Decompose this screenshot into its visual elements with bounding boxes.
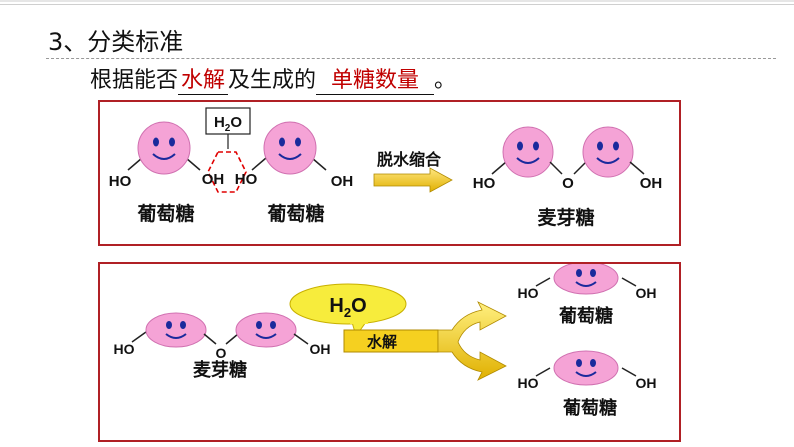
glucose-product-top: HO OH 葡萄糖 xyxy=(518,261,657,327)
water-label: H2O xyxy=(214,114,242,134)
sentence-prefix: 根据能否 xyxy=(90,68,179,93)
dehydration-arrow-label: 脱水缩合 xyxy=(377,150,442,169)
water-label-2: H2O xyxy=(329,295,366,320)
hydroxyl-ho-2: HO xyxy=(235,171,258,188)
hydroxyl-ho-6: HO xyxy=(518,375,539,391)
hydroxyl-oh-4: OH xyxy=(310,341,331,357)
hydrolysis-panel: HO O OH 麦芽糖 H2O 水解 xyxy=(98,261,681,442)
fill-blank-hydrolysis: 水解 xyxy=(178,62,229,95)
water-box: H2O xyxy=(205,107,251,149)
dehydration-diagram: H2O HO 葡萄糖 OH HO OH 葡萄糖 xyxy=(109,107,663,229)
hydroxyl-ho-1: HO xyxy=(109,173,132,190)
glycosidic-oxygen: O xyxy=(562,175,574,192)
maltose-label-2: 麦芽糖 xyxy=(193,359,247,381)
hydroxyl-ho-4: HO xyxy=(114,341,135,357)
right-arrow-icon xyxy=(373,167,453,193)
hydroxyl-oh-3: OH xyxy=(640,175,663,192)
fill-blank-monosaccharide-count: 单糖数量 xyxy=(316,62,435,95)
hydroxyl-ho-3: HO xyxy=(473,175,496,192)
section-heading: 3、分类标准 xyxy=(48,28,184,56)
hydrolysis-diagram: HO O OH 麦芽糖 H2O 水解 xyxy=(114,261,657,419)
glucose-label-2: 葡萄糖 xyxy=(267,202,324,225)
fork-arrow-icon xyxy=(437,301,507,381)
hydroxyl-oh-2: OH xyxy=(331,173,354,190)
dehydration-panel: H2O HO 葡萄糖 OH HO OH 葡萄糖 xyxy=(98,100,681,246)
glucose-right: OH 葡萄糖 xyxy=(251,121,354,225)
criteria-sentence: 根据能否水解及生成的单糖数量。 xyxy=(90,62,456,95)
glucose-product-bottom: HO OH 葡萄糖 xyxy=(518,350,657,419)
glucose-left: HO 葡萄糖 xyxy=(109,121,201,225)
dashed-divider xyxy=(46,58,776,59)
glucose-label-1: 葡萄糖 xyxy=(137,202,194,225)
hydroxyl-oh-5: OH xyxy=(636,285,657,301)
glycosidic-oxygen-2: O xyxy=(216,345,227,361)
maltose-reactant: HO O OH 麦芽糖 xyxy=(114,312,331,381)
top-rule-dark xyxy=(0,0,794,2)
hydroxyl-oh-6: OH xyxy=(636,375,657,391)
bond-removal-hexagon xyxy=(207,151,247,193)
hydroxyl-ho-5: HO xyxy=(518,285,539,301)
sentence-suffix: 。 xyxy=(434,68,457,93)
sentence-middle: 及生成的 xyxy=(228,68,317,93)
maltose-label: 麦芽糖 xyxy=(537,206,594,229)
glucose-label-4: 葡萄糖 xyxy=(562,397,617,419)
water-bubble: H2O xyxy=(289,283,407,338)
maltose-product: HO O OH 麦芽糖 xyxy=(473,126,663,229)
top-rule xyxy=(0,4,794,5)
hydrolysis-label: 水解 xyxy=(367,333,397,351)
glucose-label-3: 葡萄糖 xyxy=(558,305,613,327)
hydroxyl-oh-1: OH xyxy=(202,171,225,188)
